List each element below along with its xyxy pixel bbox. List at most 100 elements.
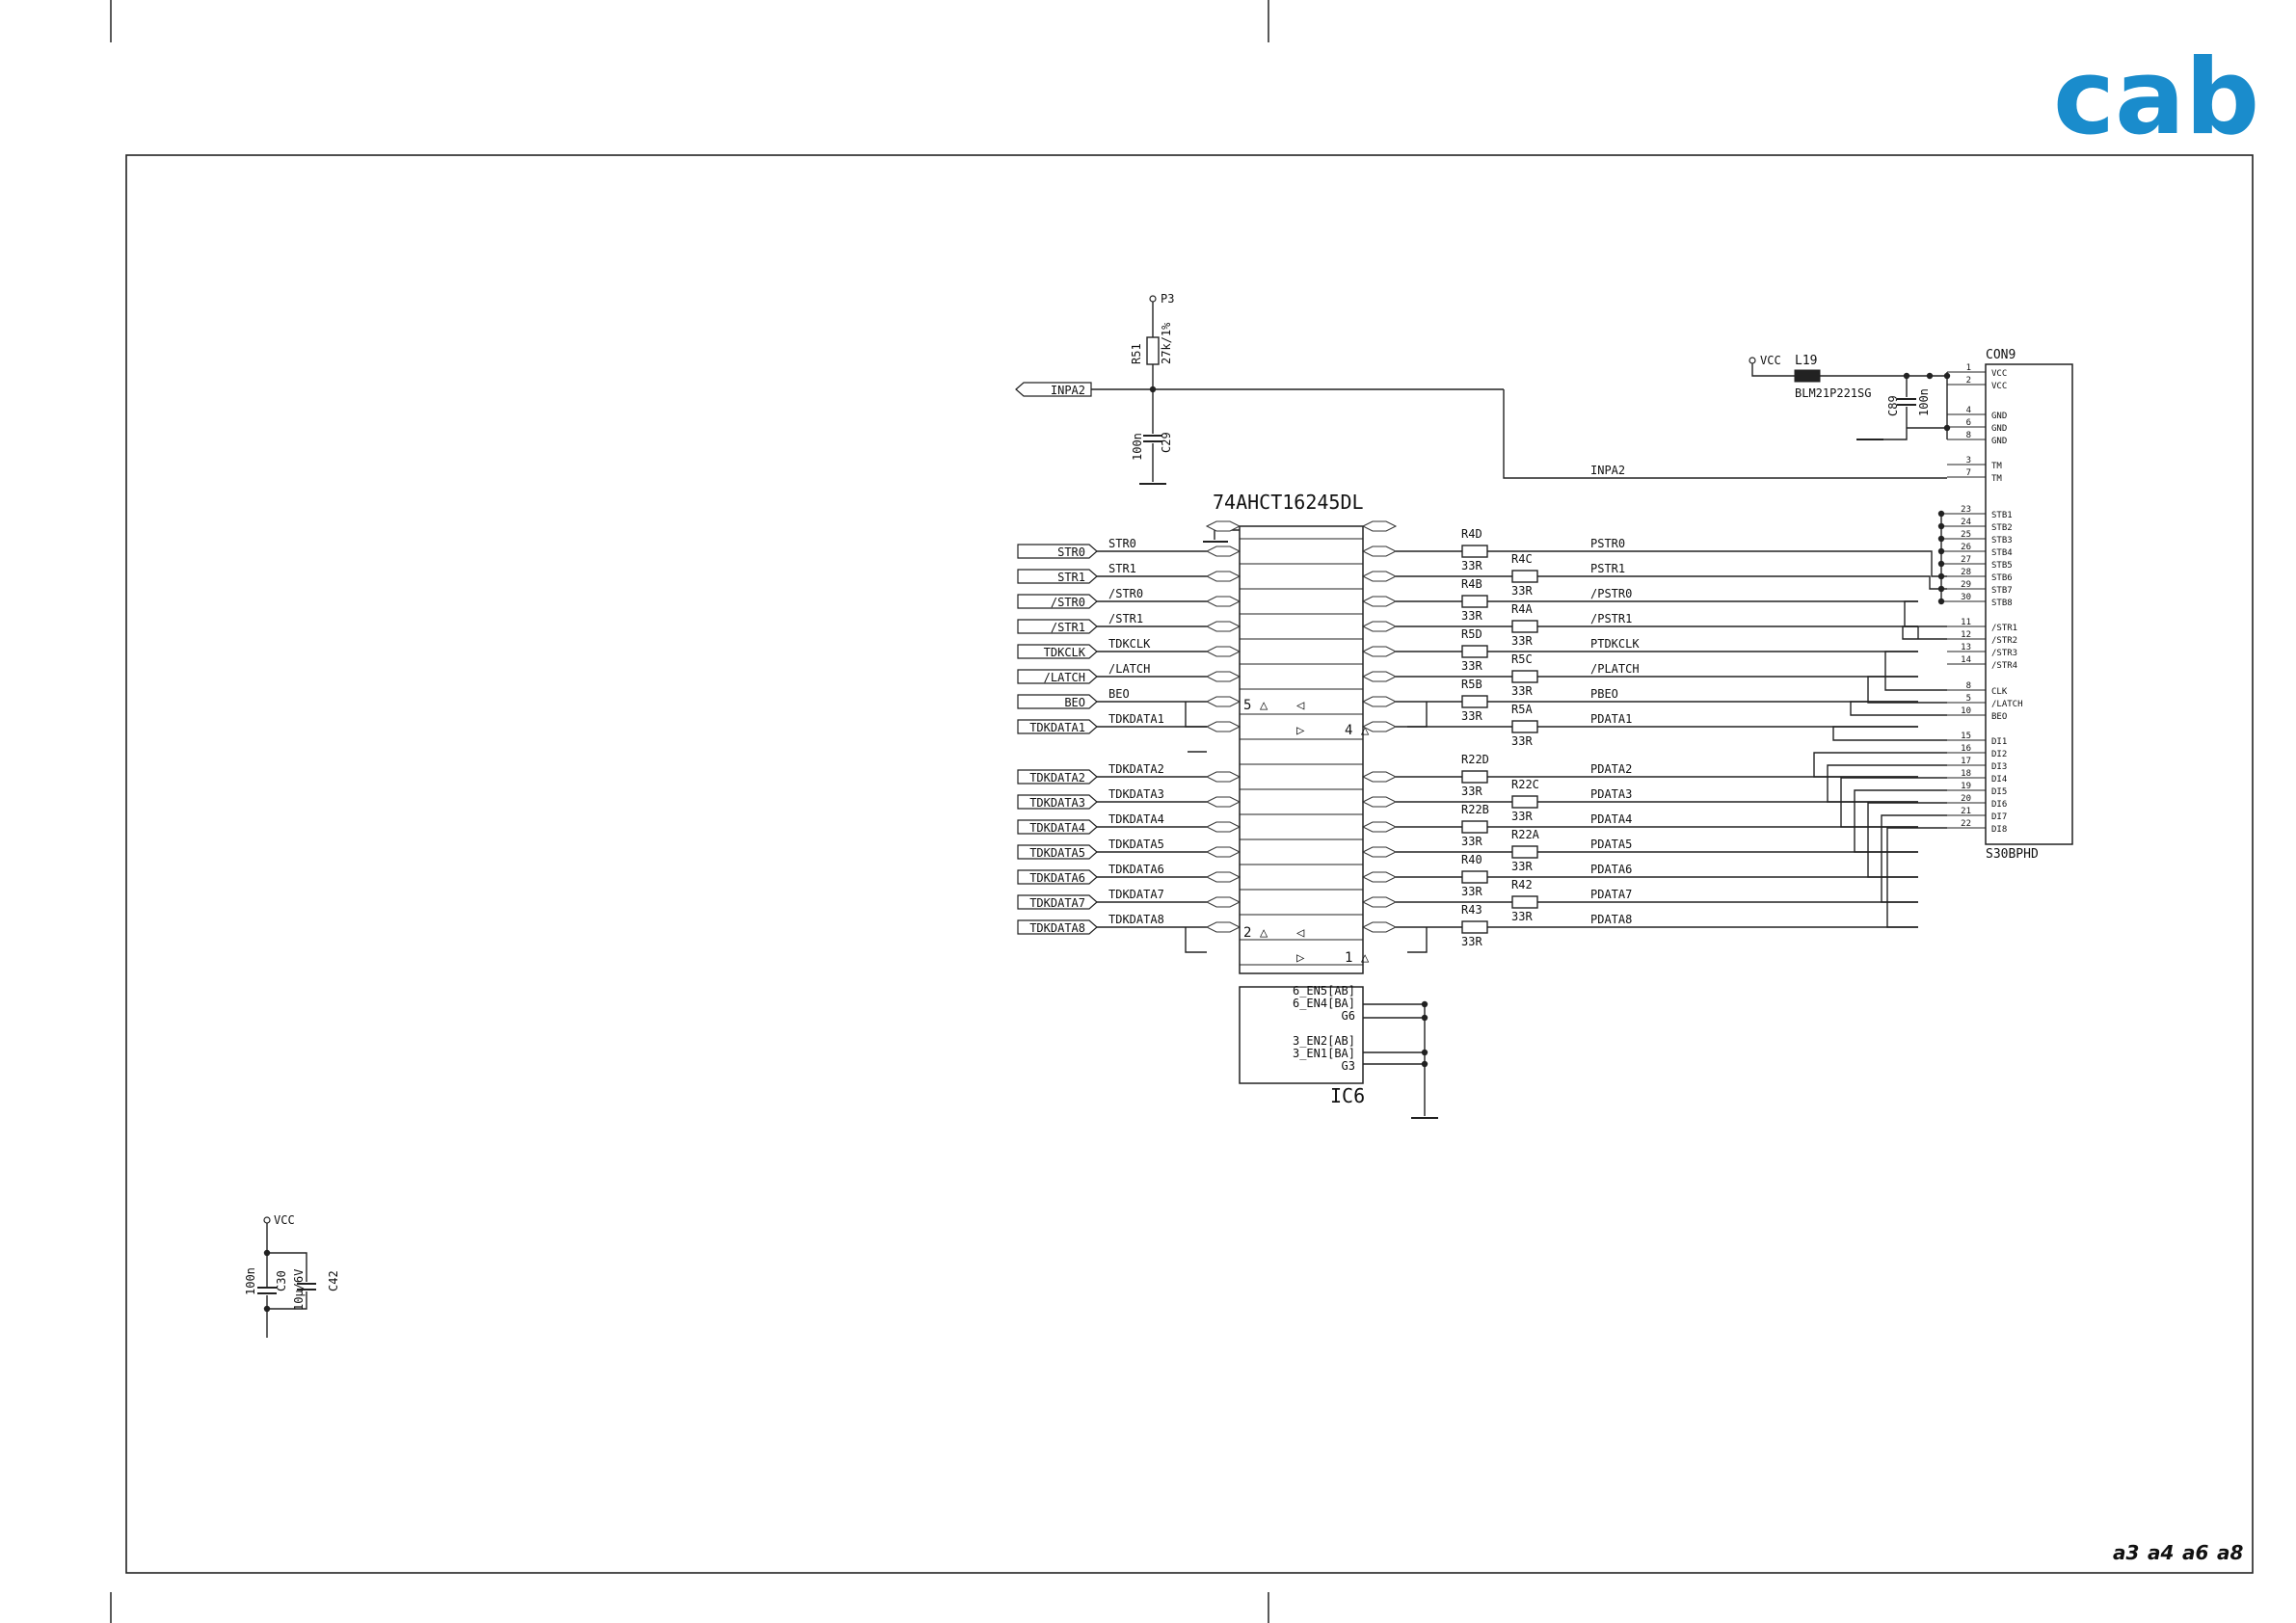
- con9-pin-number: 13: [1961, 643, 1971, 652]
- input-port-flag: [1017, 669, 1098, 684]
- junction-dot: [1421, 1000, 1428, 1008]
- con9-pin-number: 25: [1961, 530, 1971, 540]
- input-port-flag: [1017, 719, 1098, 734]
- resistor-value: 33R: [1511, 734, 1533, 748]
- con9-body: [1985, 363, 2073, 845]
- ic6-control-label: 6_EN5[AB]: [1293, 984, 1355, 998]
- inpa2-wire: [1503, 389, 1947, 479]
- con9-pin-number: 30: [1961, 593, 1971, 602]
- con9-pin-name: STB7: [1991, 586, 2013, 596]
- revision-a6: a6: [2182, 1541, 2208, 1564]
- ic6-pin-marker: [1205, 646, 1241, 657]
- series-resistor: [1511, 795, 1538, 809]
- junction-dot: [1937, 547, 1945, 555]
- con9-pin-name: /STR2: [1991, 636, 2017, 646]
- con9-pin-name: /STR1: [1991, 624, 2017, 633]
- r51-value: 27k/1%: [1160, 322, 1173, 364]
- input-port-label: STR0: [1057, 545, 1085, 559]
- input-net-label: TDKDATA7: [1108, 888, 1164, 901]
- resistor-reference: R5A: [1511, 703, 1533, 716]
- ic6-pin-marker: [1205, 571, 1241, 582]
- inpa2-port-label: INPA2: [1051, 384, 1085, 397]
- ic6-pin-marker: [1205, 796, 1241, 808]
- resistor-reference: R22C: [1511, 778, 1539, 791]
- ic6-pin-marker: [1205, 721, 1241, 732]
- series-resistor: [1461, 820, 1488, 834]
- con9-pin-name: DI3: [1991, 762, 2007, 772]
- con9-pin-name: TM: [1991, 462, 2002, 471]
- junction-dot: [1943, 424, 1951, 432]
- input-port-label: STR1: [1057, 571, 1085, 584]
- output-route-wire: [1850, 701, 1947, 716]
- input-port-flag: [1017, 769, 1098, 785]
- ic6-direction-mark: ▷: [1296, 723, 1305, 738]
- resistor-reference: R4C: [1511, 552, 1533, 566]
- con9-pin-name: GND: [1991, 424, 2007, 434]
- input-port-label: TDKDATA3: [1029, 796, 1085, 810]
- con9-pin-name: /STR4: [1991, 661, 2017, 671]
- ic6-pin-marker: [1361, 596, 1398, 607]
- con9-connector: CON9S30BPHD1VCC2VCC4GND6GND8GND3TM7TM23S…: [1749, 348, 2073, 928]
- con9-pin-name: DI4: [1991, 775, 2007, 785]
- ic6-direction-mark: 2 △: [1243, 925, 1268, 941]
- ic6-direction-mark: 1 △: [1345, 950, 1370, 966]
- con9-pin-name: STB4: [1991, 548, 2013, 558]
- resistor-reference: R42: [1511, 878, 1533, 891]
- drawing-frame: [125, 154, 2254, 1574]
- input-port-label: TDKDATA8: [1029, 921, 1085, 935]
- input-port-flag: [1017, 844, 1098, 860]
- ic6-pin-marker: [1361, 571, 1398, 582]
- con9-pin-number: 15: [1961, 732, 1971, 741]
- resistor-reference: R43: [1461, 903, 1482, 917]
- input-port-flag: [1017, 619, 1098, 634]
- output-route-wire: [1904, 600, 1947, 627]
- con9-pin-number: 2: [1966, 376, 1971, 386]
- input-port-label: /LATCH: [1044, 671, 1085, 684]
- ic6-pin-marker: [1205, 771, 1241, 783]
- con9-part-number: S30BPHD: [1986, 847, 2039, 862]
- input-port-flag: [1017, 644, 1098, 659]
- resistor-reference: R5B: [1461, 678, 1482, 691]
- c89-value: 100n: [1917, 388, 1931, 416]
- ic6-pin-marker: [1205, 871, 1241, 883]
- series-resistor: [1511, 620, 1538, 633]
- con9-reference: CON9: [1986, 348, 2016, 362]
- resistor-value: 33R: [1461, 885, 1482, 898]
- input-port-flag: [1017, 594, 1098, 609]
- c29-reference: C29: [1160, 432, 1173, 453]
- ic6-pin-marker: [1361, 696, 1398, 707]
- con9-pin-number: 16: [1961, 744, 1971, 754]
- output-net-label: /PSTR1: [1590, 612, 1632, 625]
- ic6-body: [1239, 525, 1364, 974]
- crop-marks: [110, 0, 1269, 1623]
- ic6-pin-marker: [1205, 696, 1241, 707]
- series-resistor: [1461, 870, 1488, 884]
- ic6-pin-marker: [1361, 896, 1398, 908]
- con9-pin-number: 18: [1961, 769, 1971, 779]
- con9-pin-name: VCC: [1991, 382, 2007, 391]
- resistor-value: 33R: [1461, 835, 1482, 848]
- junction-dot: [1937, 598, 1945, 605]
- vcc-terminal: [263, 1216, 271, 1224]
- junction-dot: [1421, 1049, 1428, 1056]
- wire: [1407, 927, 1428, 953]
- ic6-pin-marker: [1361, 671, 1398, 682]
- ic6-pin-marker: [1361, 846, 1398, 858]
- output-route-wire: [1867, 676, 1947, 704]
- resistor-reference: R22D: [1461, 753, 1489, 766]
- con9-pin-number: 17: [1961, 757, 1971, 766]
- ic6-pin-marker: [1205, 896, 1241, 908]
- ic6-direction-mark: ◁: [1296, 698, 1305, 713]
- output-net-label: /PLATCH: [1590, 662, 1640, 676]
- cab-logo: cab: [2053, 38, 2259, 158]
- output-net-label: PDATA8: [1590, 913, 1632, 926]
- input-port-label: TDKDATA7: [1029, 896, 1085, 910]
- c42-reference: C42: [327, 1270, 340, 1291]
- resistor-value: 33R: [1461, 709, 1482, 723]
- output-net-label: PDATA2: [1590, 762, 1632, 776]
- vcc-label: VCC: [274, 1213, 295, 1227]
- ic6-control-label: G6: [1342, 1009, 1355, 1023]
- revision-a4: a4: [2148, 1541, 2174, 1564]
- ic6-pin-marker: [1361, 520, 1398, 532]
- input-net-label: TDKDATA8: [1108, 913, 1164, 926]
